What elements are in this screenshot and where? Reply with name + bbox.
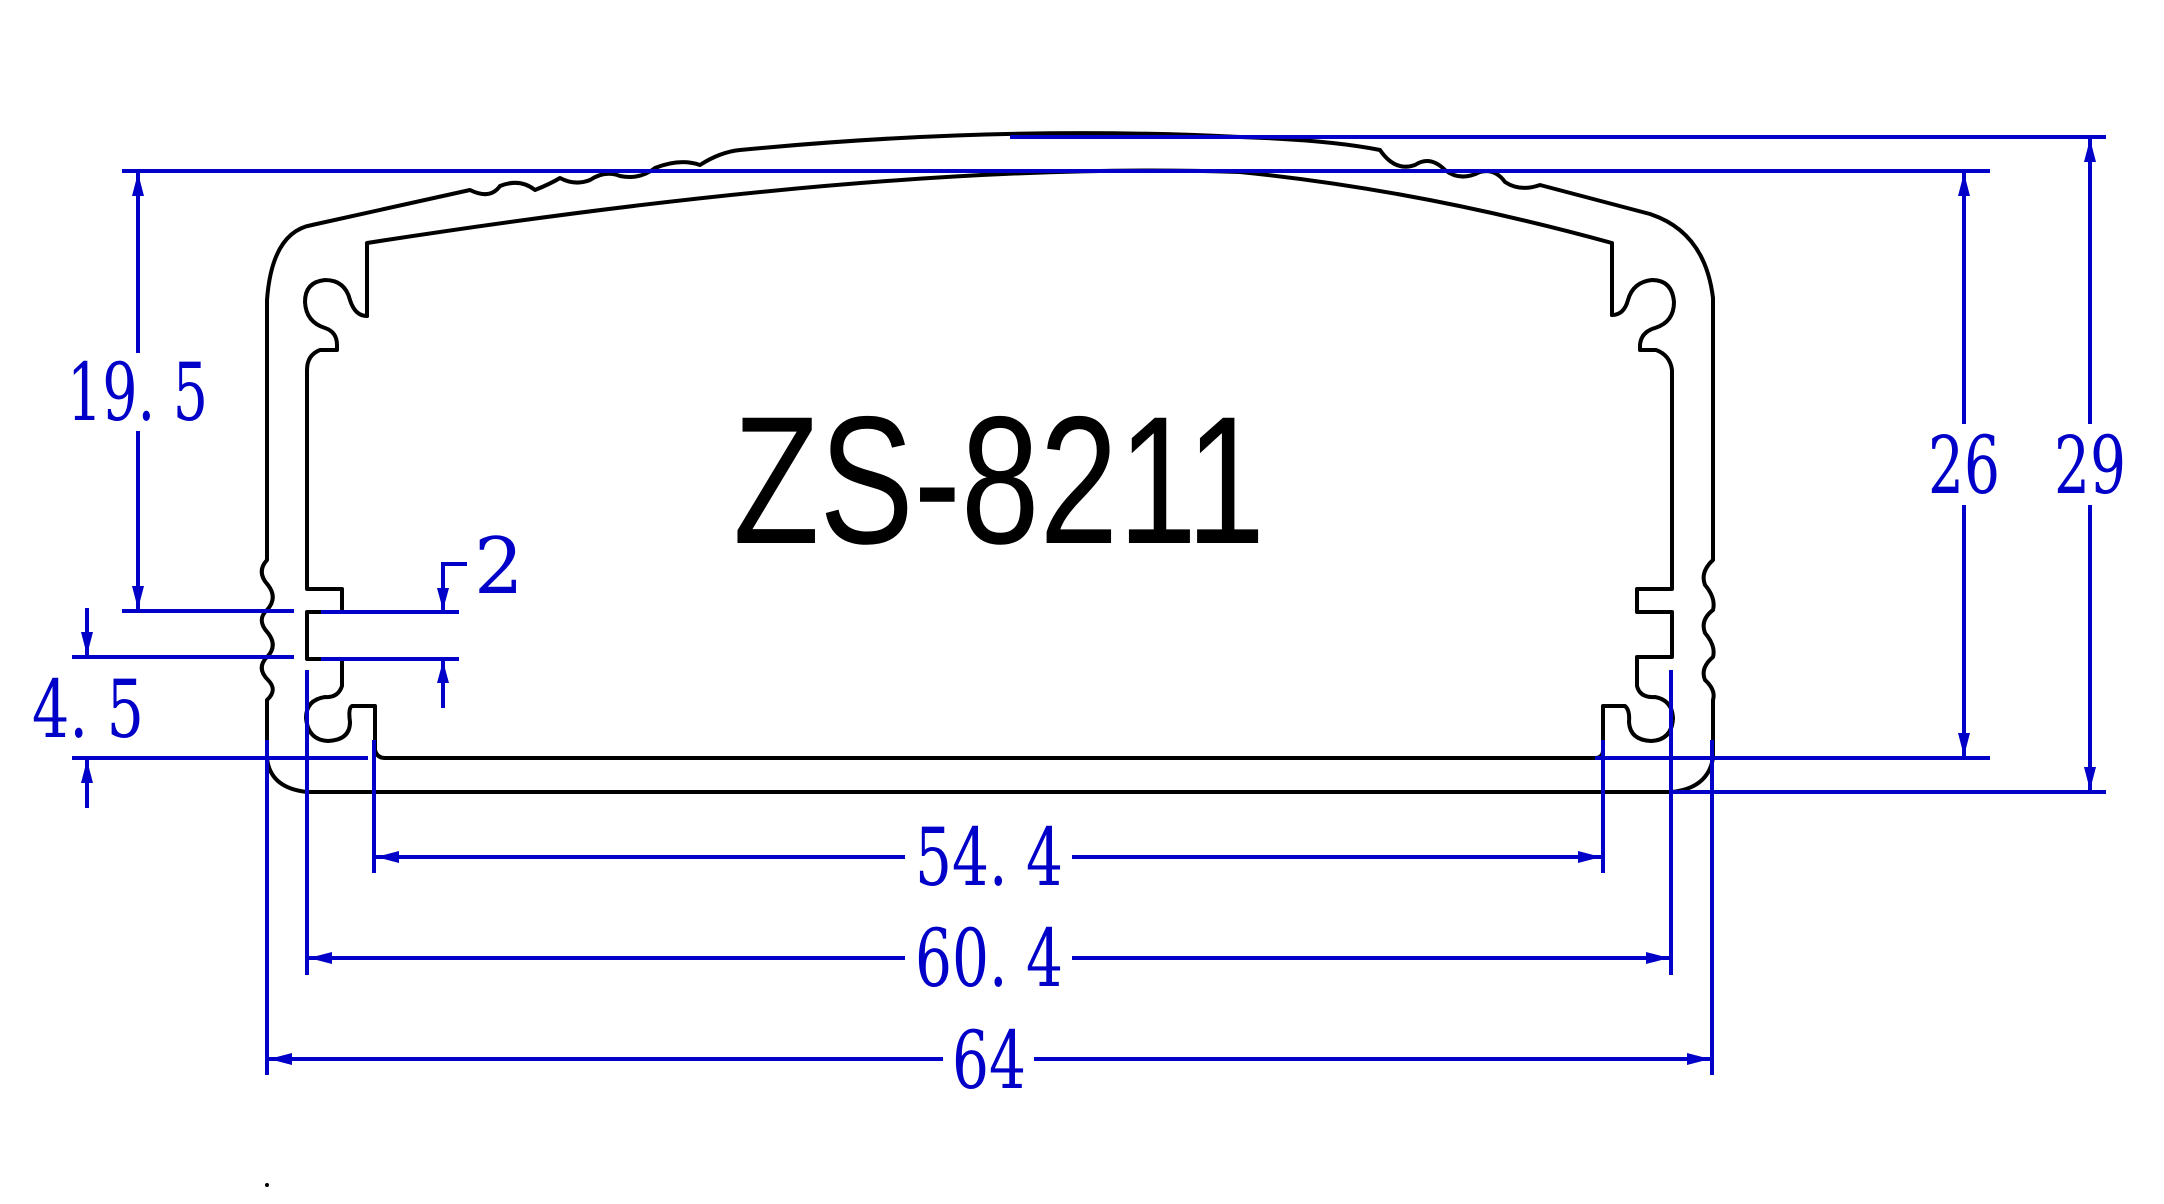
dimension-label-2: 2 xyxy=(474,522,524,612)
arrow-down-icon xyxy=(437,588,449,610)
arrow-up-icon xyxy=(1958,173,1970,196)
arrow-up-icon xyxy=(81,760,93,783)
dimension-annotations: 19. 5 4. 5 2 26 29 xyxy=(32,135,2126,1107)
dimension-label-19-5: 19. 5 xyxy=(67,346,208,439)
arrow-down-icon xyxy=(81,632,93,655)
model-title: ZS-8211 xyxy=(733,378,1265,582)
left-inner-wall-outline xyxy=(303,278,1676,760)
arrow-up-icon xyxy=(132,173,144,196)
arrow-left-icon xyxy=(376,851,399,863)
dimension-label-54-4: 54. 4 xyxy=(915,811,1063,904)
arrow-left-icon xyxy=(309,952,332,964)
arrow-left-icon xyxy=(269,1053,292,1065)
dimension-label-26: 26 xyxy=(1928,419,2000,512)
arrow-right-icon xyxy=(1687,1053,1710,1065)
leader-line-2 xyxy=(441,562,467,610)
arrow-up-icon xyxy=(2084,139,2096,162)
inner-top-outline xyxy=(365,168,1614,318)
arrow-right-icon xyxy=(1646,952,1669,964)
arrow-right-icon xyxy=(1578,851,1601,863)
arrow-up-icon xyxy=(437,661,449,683)
dimension-label-4-5: 4. 5 xyxy=(32,663,144,756)
arrow-down-icon xyxy=(1958,733,1970,756)
dimension-label-29: 29 xyxy=(2054,419,2126,512)
dimension-label-60-4: 60. 4 xyxy=(915,912,1063,1005)
arrow-down-icon xyxy=(2084,767,2096,790)
arrow-down-icon xyxy=(132,586,144,609)
outer-shell-outline xyxy=(259,131,1716,1187)
dimension-label-64: 64 xyxy=(952,1014,1026,1107)
